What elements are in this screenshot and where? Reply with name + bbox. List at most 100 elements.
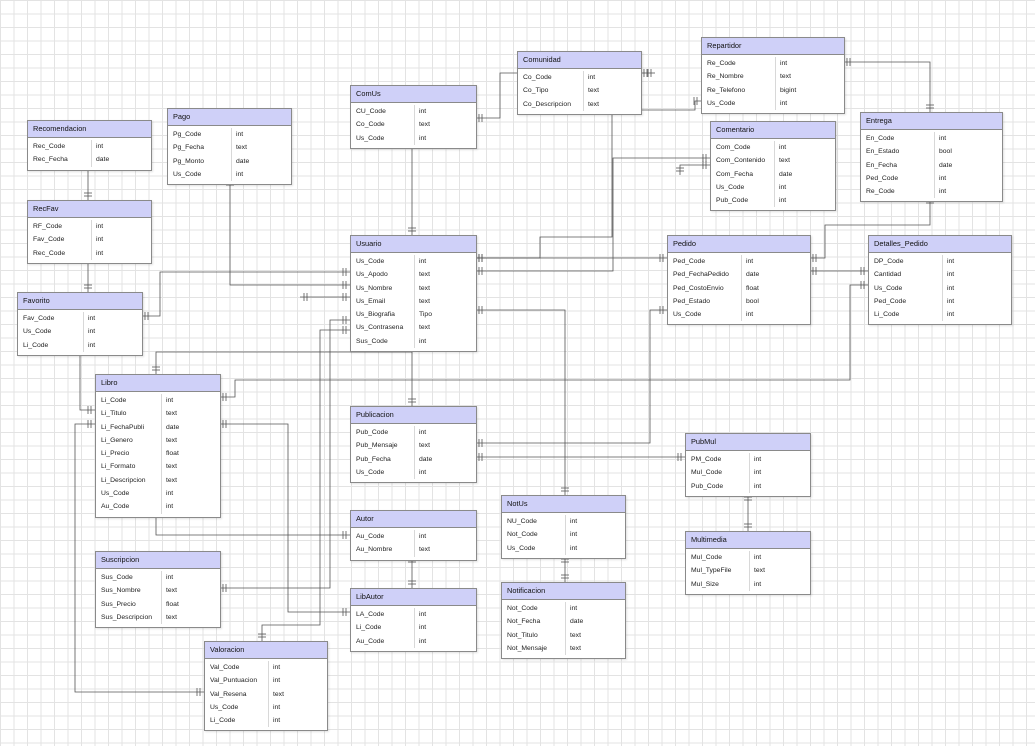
field-row[interactable]: Us_Codeint	[502, 541, 625, 555]
field-row[interactable]: Us_Codeint	[205, 700, 327, 715]
field-row[interactable]: Co_Codeint	[518, 71, 641, 85]
field-row[interactable]: Li_Preciofloat	[96, 447, 220, 461]
field-row[interactable]: Mul_Sizeint	[686, 577, 810, 591]
field-row[interactable]: Co_Descripciontext	[518, 97, 641, 111]
entity-comus[interactable]: ComUsCU_CodeintCo_CodetextUs_Codeint	[350, 85, 477, 149]
field-row[interactable]: Us_Codeint	[351, 255, 476, 269]
field-row[interactable]: Fav_Codeint	[28, 233, 151, 247]
field-row[interactable]: Li_Formatotext	[96, 460, 220, 474]
entity-comentario[interactable]: ComentarioCom_CodeintCom_ContenidotextCo…	[710, 121, 836, 212]
field-row[interactable]: Com_Codeint	[711, 141, 835, 155]
field-row[interactable]: DP_Codeint	[869, 255, 1011, 269]
field-row[interactable]: Li_Codeint	[18, 338, 142, 352]
field-row[interactable]: Ped_CostoEnviofloat	[668, 281, 810, 295]
field-row[interactable]: Mul_Codeint	[686, 551, 810, 565]
field-row[interactable]: Pg_Codeint	[168, 128, 291, 142]
field-row[interactable]: Fav_Codeint	[18, 312, 142, 326]
field-row[interactable]: Us_Nombretext	[351, 281, 476, 295]
field-row[interactable]: Val_Resenatext	[205, 687, 327, 701]
field-row[interactable]: Us_Codeint	[668, 308, 810, 322]
field-row[interactable]: Rec_Codeint	[28, 246, 151, 260]
field-row[interactable]: Pub_Codeint	[351, 426, 476, 440]
field-row[interactable]: Au_Codeint	[351, 634, 476, 648]
field-row[interactable]: Sus_Codeint	[96, 571, 220, 585]
field-row[interactable]: Ped_Estadobool	[668, 294, 810, 309]
field-row[interactable]: Com_Contenidotext	[711, 154, 835, 168]
field-row[interactable]: Not_Fechadate	[502, 615, 625, 629]
entity-libautor[interactable]: LibAutorLA_CodeintLi_CodeintAu_Codeint	[350, 588, 477, 652]
field-row[interactable]: Mul_Codeint	[686, 466, 810, 480]
entity-detalles-pedido[interactable]: Detalles_PedidoDP_CodeintCantidadintUs_C…	[868, 235, 1012, 326]
field-row[interactable]: Us_Emailtext	[351, 294, 476, 309]
field-row[interactable]: CU_Codeint	[351, 105, 476, 119]
field-row[interactable]: Us_Codeint	[711, 180, 835, 195]
field-row[interactable]: RF_Codeint	[28, 220, 151, 234]
field-row[interactable]: Pub_Codeint	[711, 194, 835, 208]
entity-usuario[interactable]: UsuarioUs_CodeintUs_ApodotextUs_Nombrete…	[350, 235, 477, 353]
entity-valoracion[interactable]: ValoracionVal_CodeintVal_PuntuacionintVa…	[204, 641, 328, 732]
field-row[interactable]: Sus_Descripciontext	[96, 610, 220, 625]
field-row[interactable]: Pg_Montodate	[168, 154, 291, 168]
field-row[interactable]: Pub_Codeint	[686, 479, 810, 493]
field-row[interactable]: Us_Codeint	[351, 465, 476, 480]
field-row[interactable]: Pub_Mensajetext	[351, 439, 476, 453]
entity-suscripcion[interactable]: SuscripcionSus_CodeintSus_NombretextSus_…	[95, 551, 221, 629]
field-row[interactable]: Sus_Codeint	[351, 334, 476, 349]
entity-notus[interactable]: NotUsNU_CodeintNot_CodeintUs_Codeint	[501, 495, 626, 559]
field-row[interactable]: En_Codeint	[861, 132, 1002, 146]
field-row[interactable]: Not_Codeint	[502, 602, 625, 616]
entity-comunidad[interactable]: ComunidadCo_CodeintCo_TipotextCo_Descrip…	[517, 51, 642, 115]
field-row[interactable]: Us_Codeint	[18, 325, 142, 339]
field-row[interactable]: Us_Codeint	[96, 487, 220, 501]
field-row[interactable]: Ped_FechaPedidodate	[668, 268, 810, 282]
field-row[interactable]: Not_Codeint	[502, 528, 625, 542]
field-row[interactable]: Ped_Codeint	[869, 294, 1011, 309]
field-row[interactable]: Au_Codeint	[96, 500, 220, 514]
entity-recfav[interactable]: RecFavRF_CodeintFav_CodeintRec_Codeint	[27, 200, 152, 264]
field-row[interactable]: Not_Mensajetext	[502, 641, 625, 656]
field-row[interactable]: Us_Codeint	[351, 131, 476, 145]
field-row[interactable]: Us_Apodotext	[351, 268, 476, 282]
entity-repartidor[interactable]: RepartidorRe_CodeintRe_NombretextRe_Tele…	[701, 37, 845, 115]
entity-libro[interactable]: LibroLi_CodeintLi_TitulotextLi_FechaPubl…	[95, 374, 221, 518]
field-row[interactable]: Sus_Nombretext	[96, 584, 220, 598]
entity-pubmul[interactable]: PubMulPM_CodeintMul_CodeintPub_Codeint	[685, 433, 811, 497]
field-row[interactable]: NU_Codeint	[502, 515, 625, 529]
field-row[interactable]: Rec_Fechadate	[28, 153, 151, 167]
field-row[interactable]: Not_Titulotext	[502, 628, 625, 642]
field-row[interactable]: Li_Codeint	[96, 394, 220, 408]
entity-pedido[interactable]: PedidoPed_CodeintPed_FechaPedidodatePed_…	[667, 235, 811, 326]
entity-multimedia[interactable]: MultimediaMul_CodeintMul_TypeFiletextMul…	[685, 531, 811, 595]
entity-notificacion[interactable]: NotificacionNot_CodeintNot_FechadateNot_…	[501, 582, 626, 660]
field-row[interactable]: Us_Codeint	[702, 96, 844, 111]
field-row[interactable]: Re_Codeint	[861, 185, 1002, 199]
field-row[interactable]: Val_Codeint	[205, 661, 327, 675]
field-row[interactable]: Li_FechaPublidate	[96, 420, 220, 434]
field-row[interactable]: Mul_TypeFiletext	[686, 564, 810, 578]
entity-publicacion[interactable]: PublicacionPub_CodeintPub_MensajetextPub…	[350, 406, 477, 484]
entity-entrega[interactable]: EntregaEn_CodeintEn_EstadoboolEn_Fechada…	[860, 112, 1003, 203]
field-row[interactable]: Us_Codeint	[168, 167, 291, 182]
field-row[interactable]: Re_Nombretext	[702, 70, 844, 84]
field-row[interactable]: Us_Contrasenatext	[351, 321, 476, 335]
field-row[interactable]: Re_Codeint	[702, 57, 844, 71]
entity-favorito[interactable]: FavoritoFav_CodeintUs_CodeintLi_Codeint	[17, 292, 143, 356]
field-row[interactable]: Ped_Codeint	[861, 171, 1002, 186]
field-row[interactable]: En_Estadobool	[861, 145, 1002, 159]
entity-pago[interactable]: PagoPg_CodeintPg_FechatextPg_MontodateUs…	[167, 108, 292, 186]
field-row[interactable]: Re_Telefonobigint	[702, 83, 844, 97]
field-row[interactable]: Rec_Codeint	[28, 140, 151, 154]
field-row[interactable]: Li_Generotext	[96, 433, 220, 448]
field-row[interactable]: Au_Codeint	[351, 530, 476, 544]
field-row[interactable]: Co_Codetext	[351, 118, 476, 132]
field-row[interactable]: Cantidadint	[869, 268, 1011, 282]
field-row[interactable]: Us_BiografiaTipo	[351, 308, 476, 322]
field-row[interactable]: Li_Descripciontext	[96, 473, 220, 488]
field-row[interactable]: Li_Titulotext	[96, 407, 220, 421]
field-row[interactable]: LA_Codeint	[351, 608, 476, 622]
field-row[interactable]: Sus_Preciofloat	[96, 597, 220, 611]
entity-autor[interactable]: AutorAu_CodeintAu_Nombretext	[350, 510, 477, 561]
field-row[interactable]: Com_Fechadate	[711, 167, 835, 181]
field-row[interactable]: Li_Codeint	[351, 621, 476, 635]
field-row[interactable]: Val_Puntuacionint	[205, 674, 327, 688]
